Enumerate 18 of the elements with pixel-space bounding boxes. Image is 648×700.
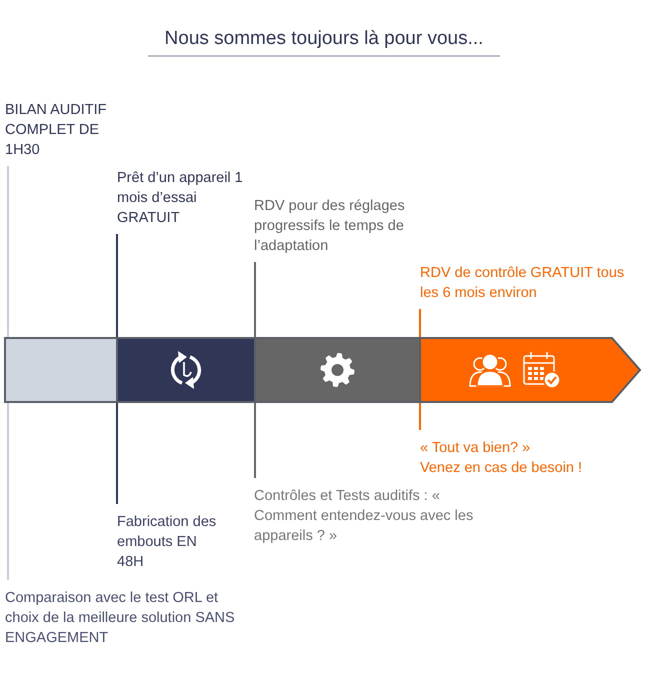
leader-line bbox=[116, 234, 118, 337]
leader-line bbox=[419, 309, 421, 337]
step-text: Venez en cas de besoin ! bbox=[420, 459, 584, 478]
leader-line bbox=[7, 403, 9, 580]
step-text: Contrôles et Tests auditifs : « Comment entendez-vous avec les appareils ? » bbox=[254, 487, 474, 546]
leader-line bbox=[116, 403, 118, 504]
step-text: « Tout va bien? » bbox=[420, 439, 532, 458]
step-text: Comparaison avec le test ORL et choix de la meilleure solution SANS ENGAGEMENT bbox=[5, 589, 236, 648]
leader-line bbox=[7, 166, 9, 337]
leader-line bbox=[419, 403, 421, 430]
step-text: Prêt d’un appareil 1 mois d’essai GRATUIT bbox=[117, 169, 244, 228]
step-text: BILAN AUDITIF COMPLET DE 1H30 bbox=[5, 101, 108, 160]
title: Nous sommes toujours là pour vous... bbox=[164, 28, 484, 50]
leader-line bbox=[254, 262, 256, 337]
leader-line bbox=[254, 403, 256, 478]
step-text: Fabrication des embouts EN 48H bbox=[117, 513, 218, 572]
step-text: RDV de contrôle GRATUIT tous les 6 mois environ bbox=[420, 264, 626, 303]
step-text: RDV pour des réglages progressifs le temps de l’adaptation bbox=[254, 197, 406, 256]
